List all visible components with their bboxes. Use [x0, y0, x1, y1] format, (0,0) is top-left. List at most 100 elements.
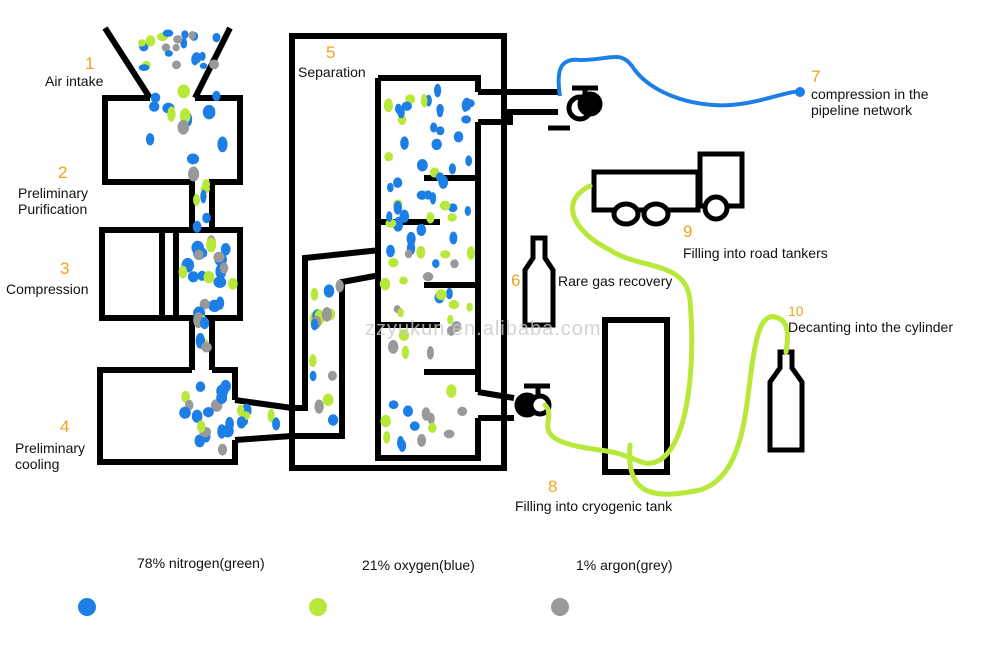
molecule-dot	[236, 416, 247, 429]
step-5-label: Separation	[298, 64, 366, 80]
molecule-dot	[202, 212, 211, 224]
molecule-dot	[181, 390, 190, 403]
molecule-dot	[327, 414, 339, 426]
molecule-dot	[380, 414, 392, 428]
step-5-number: 5	[326, 43, 336, 62]
molecule-dot	[464, 206, 471, 216]
legend-swatch-argon	[551, 598, 569, 616]
molecule-dot	[388, 340, 399, 354]
molecule-dot	[194, 249, 204, 260]
molecule-dot	[180, 37, 188, 49]
molecule-dot	[216, 384, 229, 398]
molecule-dot	[446, 287, 453, 300]
molecule-dot	[161, 43, 171, 52]
liquid-line-to-cylinder	[627, 314, 791, 497]
molecule-dot	[178, 265, 188, 279]
molecule-dot	[188, 166, 200, 182]
molecule-dot	[193, 193, 200, 206]
molecule-dot	[149, 101, 160, 112]
legend-label-nitrogen: 78% nitrogen(green)	[137, 555, 265, 571]
molecule-dot	[417, 159, 428, 172]
molecule-dot	[203, 407, 214, 418]
molecule-dot	[212, 90, 221, 102]
molecule-dot	[272, 417, 281, 431]
molecule-dot	[221, 425, 234, 438]
molecule-dot	[430, 122, 438, 133]
legend-label-argon: 1% argon(grey)	[576, 557, 673, 573]
molecule-dot	[197, 420, 206, 433]
molecule-dot	[384, 152, 394, 162]
molecule-dot	[426, 212, 435, 224]
molecule-dot	[167, 106, 176, 122]
molecule-dot	[446, 384, 457, 398]
cryogenic-tank	[602, 317, 670, 475]
molecule-dot	[417, 433, 427, 447]
molecule-dot	[423, 190, 433, 200]
molecule-dot	[138, 39, 146, 47]
step-4-number: 4	[60, 417, 70, 436]
molecule-dot	[309, 370, 317, 382]
molecule-dot	[397, 106, 405, 119]
molecule-dot	[199, 298, 210, 310]
molecule-dot	[181, 30, 189, 39]
step-10-label: Decanting into the cylinder	[788, 319, 953, 335]
molecule-dot	[420, 93, 428, 108]
molecule-dot	[200, 316, 210, 330]
molecule-dot	[403, 405, 413, 417]
road-tanker-body	[591, 169, 701, 213]
step-7-label: compression in the pipeline network	[811, 86, 929, 118]
legend-swatch-nitrogen	[78, 598, 96, 616]
step-4-label: Preliminary cooling	[15, 440, 86, 472]
molecule-dot	[461, 115, 471, 124]
molecule-dot	[394, 216, 404, 225]
step-8-number: 8	[548, 477, 558, 496]
step-8-label: Filling into cryogenic tank	[515, 498, 673, 514]
molecule-dot	[191, 409, 203, 423]
molecule-dot	[187, 271, 199, 283]
molecule-dot	[209, 59, 220, 70]
molecule-dot	[436, 108, 444, 118]
molecule-dot	[219, 262, 229, 274]
molecule-dot	[398, 439, 407, 452]
molecule-dot	[446, 325, 456, 336]
molecule-dot	[220, 243, 231, 256]
molecule-dot	[436, 126, 445, 136]
molecule-dot	[192, 220, 202, 233]
liquid-line-to-tanker	[542, 183, 695, 466]
molecule-dot	[416, 245, 426, 259]
step-3-label: Compression	[6, 281, 89, 297]
molecule-dot	[398, 329, 410, 341]
cooling-chamber	[97, 367, 238, 465]
separation-column	[289, 33, 507, 471]
molecule-dot	[465, 155, 473, 167]
molecule-dot	[462, 97, 472, 111]
molecule-dot	[217, 443, 228, 456]
molecule-dot	[416, 223, 427, 236]
molecule-dot	[195, 381, 206, 393]
molecule-dot	[138, 64, 150, 71]
molecule-dot	[457, 406, 468, 416]
molecule-dot	[388, 400, 399, 410]
molecule-dot	[145, 133, 155, 146]
molecule-dot	[327, 370, 337, 381]
molecule-dot	[466, 246, 475, 260]
molecule-dot	[172, 43, 180, 52]
watermark: zzyukun.en.alibaba.com	[365, 318, 602, 340]
molecule-dot	[406, 231, 416, 246]
molecule-dot	[379, 278, 390, 290]
purification-chamber	[102, 95, 243, 228]
molecule-dot	[188, 31, 196, 40]
molecule-dot	[172, 60, 181, 70]
step-9-label: Filling into road tankers	[683, 245, 828, 261]
argon-bottle	[522, 235, 556, 328]
molecule-dot	[335, 279, 344, 293]
molecule-dot	[422, 272, 434, 282]
molecule-dot	[212, 32, 221, 43]
molecule-dot	[386, 244, 395, 258]
gas-molecule-dots	[138, 29, 475, 456]
molecule-dot	[453, 131, 464, 143]
molecule-dot	[202, 104, 216, 120]
step-1-label: Air intake	[45, 73, 104, 89]
molecule-dot	[393, 177, 403, 188]
